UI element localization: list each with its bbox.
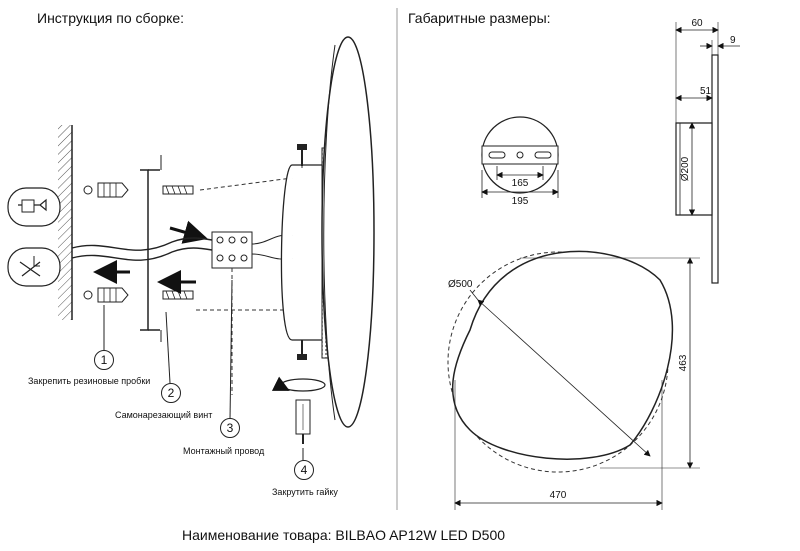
- dim-width: 470: [550, 490, 567, 501]
- dim-body-diameter: Ø200: [680, 156, 691, 181]
- step-4-marker: 4: [294, 460, 314, 480]
- self-tapping-screws: [162, 185, 194, 300]
- step-2-marker: 2: [161, 383, 181, 403]
- rubber-plugs: [97, 182, 129, 303]
- assembly-header: Инструкция по сборке:: [37, 10, 185, 26]
- step-2-caption: Самонарезающий винт: [115, 410, 213, 420]
- step-4-caption: Закрутить гайку: [272, 487, 338, 497]
- nut-rotation-icon: [271, 376, 326, 392]
- dim-bracket-outer: 195: [512, 196, 529, 207]
- leader-2: [165, 311, 171, 384]
- screwdriver-icon: [295, 399, 311, 444]
- leader-3: [229, 279, 233, 421]
- dim-panel-thickness: 9: [730, 35, 736, 46]
- top-screw: [297, 144, 307, 166]
- step-3-caption: Монтажный провод: [183, 446, 265, 456]
- dimensions-header: Габаритные размеры:: [408, 10, 551, 26]
- height-dimension: [520, 257, 700, 469]
- width-dimension: [454, 380, 663, 510]
- wall-holes: [83, 185, 93, 300]
- dim-bracket-inner: 165: [512, 178, 529, 189]
- power-cable: [71, 237, 213, 251]
- bottom-screw: [297, 340, 307, 360]
- luminaire-disc: [321, 36, 375, 428]
- step-1-marker: 1: [94, 350, 114, 370]
- product-name: Наименование товара: BILBAO AP12W LED D5…: [182, 527, 506, 543]
- dim-body-depth: 51: [700, 86, 712, 97]
- wire-arrow: [169, 220, 208, 244]
- side-view: [675, 22, 740, 284]
- dim-depth-total: 60: [691, 18, 703, 29]
- wall-hatch: [58, 125, 73, 320]
- terminal-block: [211, 231, 293, 269]
- dim-height: 463: [678, 354, 689, 371]
- step-1-caption: Закрепить резиновые пробки: [28, 376, 151, 386]
- dim-circle-diameter: Ø500: [448, 279, 473, 290]
- drill-icon: [7, 187, 61, 227]
- bracket-top-view: [481, 116, 559, 198]
- lamp-front-outline: [452, 250, 674, 460]
- diameter-leader: [477, 299, 651, 457]
- step-3-marker: 3: [220, 418, 240, 438]
- plug-cross-icon: [7, 247, 61, 287]
